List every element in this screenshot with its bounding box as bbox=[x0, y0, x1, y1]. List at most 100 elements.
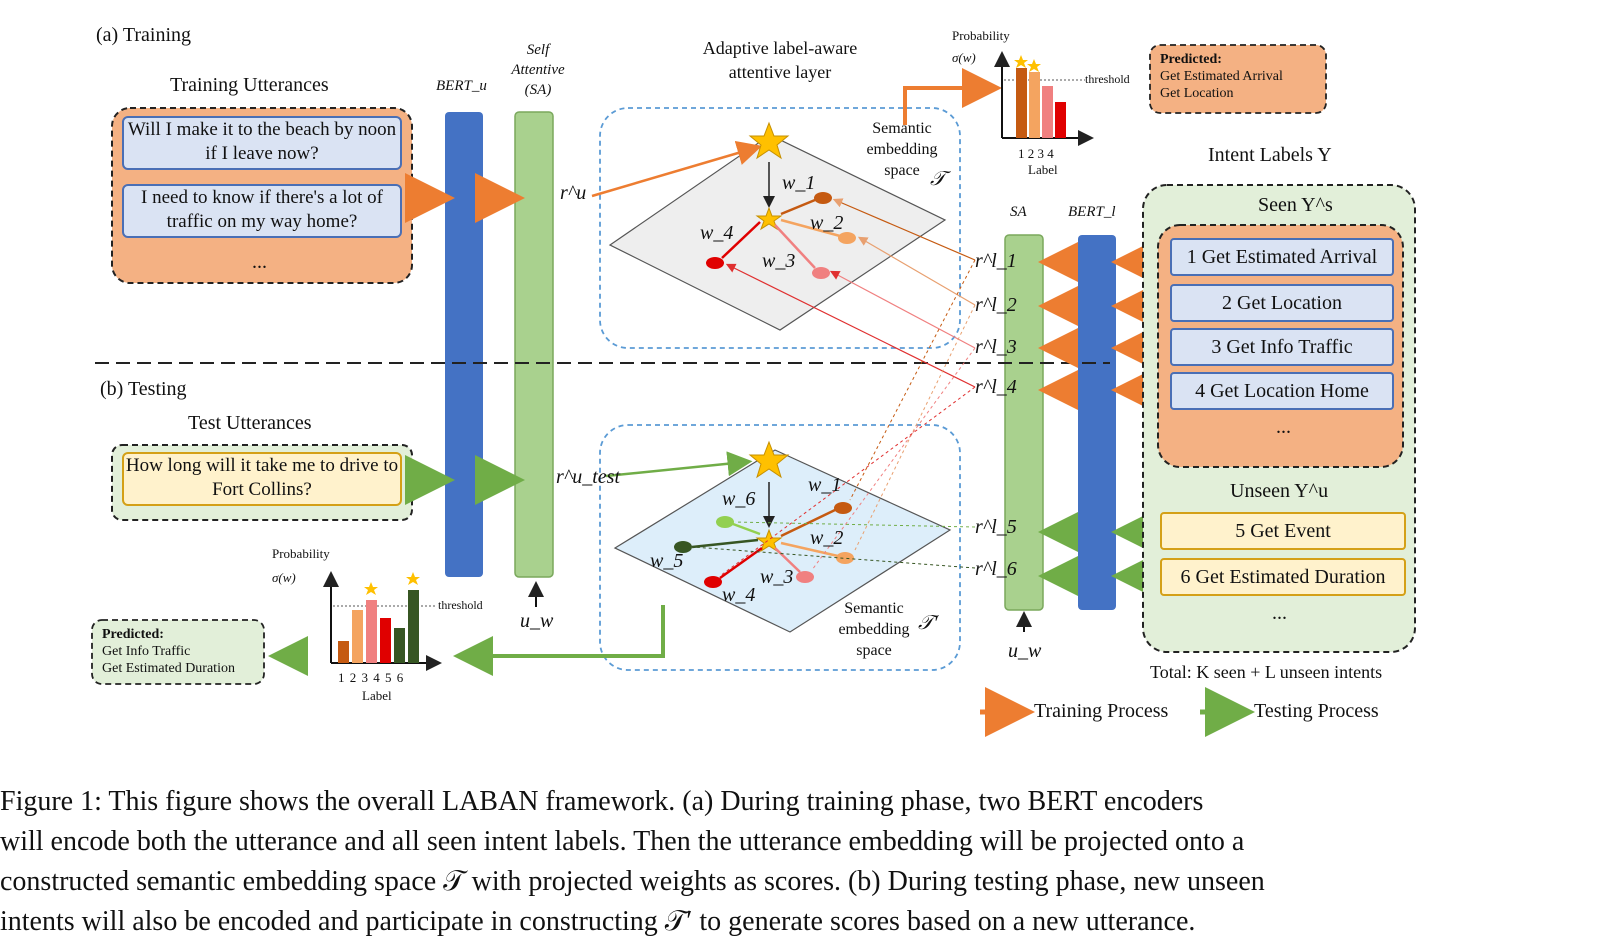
label-point-2 bbox=[838, 232, 856, 244]
test-utterances-title: Test Utterances bbox=[188, 412, 312, 434]
predicted-item: Get Location bbox=[1160, 86, 1234, 101]
semantic-label-line: embedding bbox=[866, 141, 938, 158]
prob-test-title: Probability bbox=[272, 546, 330, 561]
tau-symbol: 𝒯 bbox=[930, 168, 946, 190]
r-label-1: r^l_1 bbox=[975, 250, 1017, 272]
caption-line: intents will also be encoded and partici… bbox=[0, 906, 1196, 937]
label-point-1 bbox=[814, 192, 832, 204]
total-intents: Total: K seen + L unseen intents bbox=[1150, 662, 1383, 682]
adaptive-layer-test bbox=[599, 424, 961, 671]
sa-bar-left bbox=[514, 111, 554, 578]
legend-testing: Testing Process bbox=[1254, 700, 1379, 722]
bert-l-bar bbox=[1078, 235, 1116, 610]
star-icon bbox=[1027, 59, 1041, 72]
caption-line: Figure 1: This figure shows the overall … bbox=[0, 786, 1204, 817]
intent-labels-title: Intent Labels Y bbox=[1208, 144, 1332, 166]
seen-intent: 1 Get Estimated Arrival bbox=[1170, 238, 1394, 276]
tick-label: 6 bbox=[396, 670, 404, 685]
tau-prime-symbol: 𝒯′ bbox=[918, 612, 938, 634]
weight-label: w_5 bbox=[650, 550, 684, 572]
sa-bar-right bbox=[1004, 234, 1044, 611]
predicted-item: Get Estimated Arrival bbox=[1160, 69, 1283, 84]
sa-right-label: SA bbox=[1010, 204, 1027, 220]
prob-chart-test bbox=[323, 571, 442, 671]
seen-ellipsis: ... bbox=[1276, 416, 1291, 438]
seen-intent: 4 Get Location Home bbox=[1170, 372, 1394, 410]
label-point-4 bbox=[706, 257, 724, 269]
predicted-title: Predicted: bbox=[1160, 52, 1222, 67]
unseen-intent: 6 Get Estimated Duration bbox=[1160, 558, 1406, 596]
semantic-label-line: Semantic bbox=[872, 120, 932, 137]
star-icon bbox=[755, 528, 783, 553]
testing-header: (b) Testing bbox=[100, 378, 187, 400]
sa-label-line: Attentive bbox=[511, 62, 565, 78]
tick-label: 3 bbox=[361, 670, 369, 685]
prob-train-ylabel: σ(w) bbox=[952, 50, 976, 65]
tick-label: 3 bbox=[1037, 146, 1045, 161]
r-test-label: r^u_test bbox=[556, 466, 620, 488]
weight-label: w_4 bbox=[722, 584, 756, 606]
bert-l-label: BERT_l bbox=[1068, 204, 1116, 220]
utterance-ellipsis: ... bbox=[252, 251, 267, 273]
prob-train-xlabel: Label bbox=[1028, 162, 1058, 177]
semantic-plane-test bbox=[613, 449, 952, 633]
weight-label: w_1 bbox=[782, 172, 816, 194]
unseen-title: Unseen Y^u bbox=[1230, 480, 1329, 502]
uw-left-label: u_w bbox=[520, 610, 554, 632]
r-label-6: r^l_6 bbox=[975, 558, 1017, 580]
bert-u-label: BERT_u bbox=[436, 78, 487, 94]
unseen-ellipsis: ... bbox=[1272, 602, 1287, 624]
training-header: (a) Training bbox=[96, 24, 191, 46]
seen-title: Seen Y^s bbox=[1258, 194, 1333, 216]
tick-label: 5 bbox=[385, 670, 392, 685]
prob-chart-train bbox=[994, 51, 1094, 146]
legend-training: Training Process bbox=[1034, 700, 1169, 722]
adaptive-label-line: attentive layer bbox=[728, 62, 832, 82]
star-icon bbox=[406, 572, 420, 585]
r-u-label: r^u bbox=[560, 182, 587, 204]
caption-line: will encode both the utterance and all s… bbox=[0, 826, 1245, 857]
star-icon bbox=[748, 440, 790, 479]
tick-label: 1 bbox=[1018, 146, 1025, 161]
weight-label: w_6 bbox=[722, 488, 756, 510]
predicted-train: Predicted: Get Estimated Arrival Get Loc… bbox=[1150, 45, 1326, 113]
predicted-item: Get Estimated Duration bbox=[102, 661, 235, 676]
weight-label: w_3 bbox=[760, 566, 794, 588]
adaptive-label-line: Adaptive label-aware bbox=[702, 38, 858, 58]
sa-label-line: Self bbox=[526, 42, 550, 58]
predicted-test: Predicted: Get Info Traffic Get Estimate… bbox=[92, 620, 264, 684]
star-icon bbox=[755, 206, 783, 231]
weight-label: w_1 bbox=[808, 474, 842, 496]
sa-label: Self Attentive (SA) bbox=[508, 40, 568, 100]
tick-label: 4 bbox=[1047, 146, 1054, 161]
semantic-label-line: space bbox=[856, 642, 892, 659]
prob-test-xlabel: Label bbox=[362, 688, 392, 703]
predicted-item: Get Info Traffic bbox=[102, 644, 191, 659]
label-point-3 bbox=[812, 267, 830, 279]
adaptive-layer-label: Adaptive label-aware attentive layer bbox=[680, 36, 880, 84]
weight-label: w_2 bbox=[810, 212, 844, 234]
semantic-label-line: Semantic bbox=[844, 600, 904, 617]
r-label-3: r^l_3 bbox=[975, 336, 1017, 358]
unseen-intent: 5 Get Event bbox=[1160, 512, 1406, 550]
tick-label: 4 bbox=[373, 670, 380, 685]
bert-u-bar bbox=[445, 112, 483, 577]
tick-label: 1 bbox=[338, 670, 345, 685]
semantic-space-train-label: Semantic embedding space bbox=[862, 118, 942, 181]
star-icon bbox=[748, 121, 790, 160]
predicted-title: Predicted: bbox=[102, 627, 164, 642]
prob-test-ticks: 1 2 3 4 5 6 bbox=[338, 670, 403, 686]
semantic-space-test-label: Semantic embedding space bbox=[834, 598, 914, 661]
weight-label: w_3 bbox=[762, 250, 796, 272]
uw-right-label: u_w bbox=[1008, 640, 1042, 662]
weight-label: w_2 bbox=[810, 527, 844, 549]
prob-train-title: Probability bbox=[952, 28, 1010, 43]
prob-test-ylabel: σ(w) bbox=[272, 570, 296, 585]
caption-line: constructed semantic embedding space 𝒯 w… bbox=[0, 866, 1265, 897]
utterance-bubble: Will I make it to the beach by noon if I… bbox=[122, 116, 402, 170]
star-icon bbox=[1014, 55, 1028, 68]
star-icon bbox=[364, 582, 378, 595]
sa-label-line: (SA) bbox=[524, 82, 552, 98]
utterance-bubble: I need to know if there's a lot of traff… bbox=[122, 184, 402, 238]
